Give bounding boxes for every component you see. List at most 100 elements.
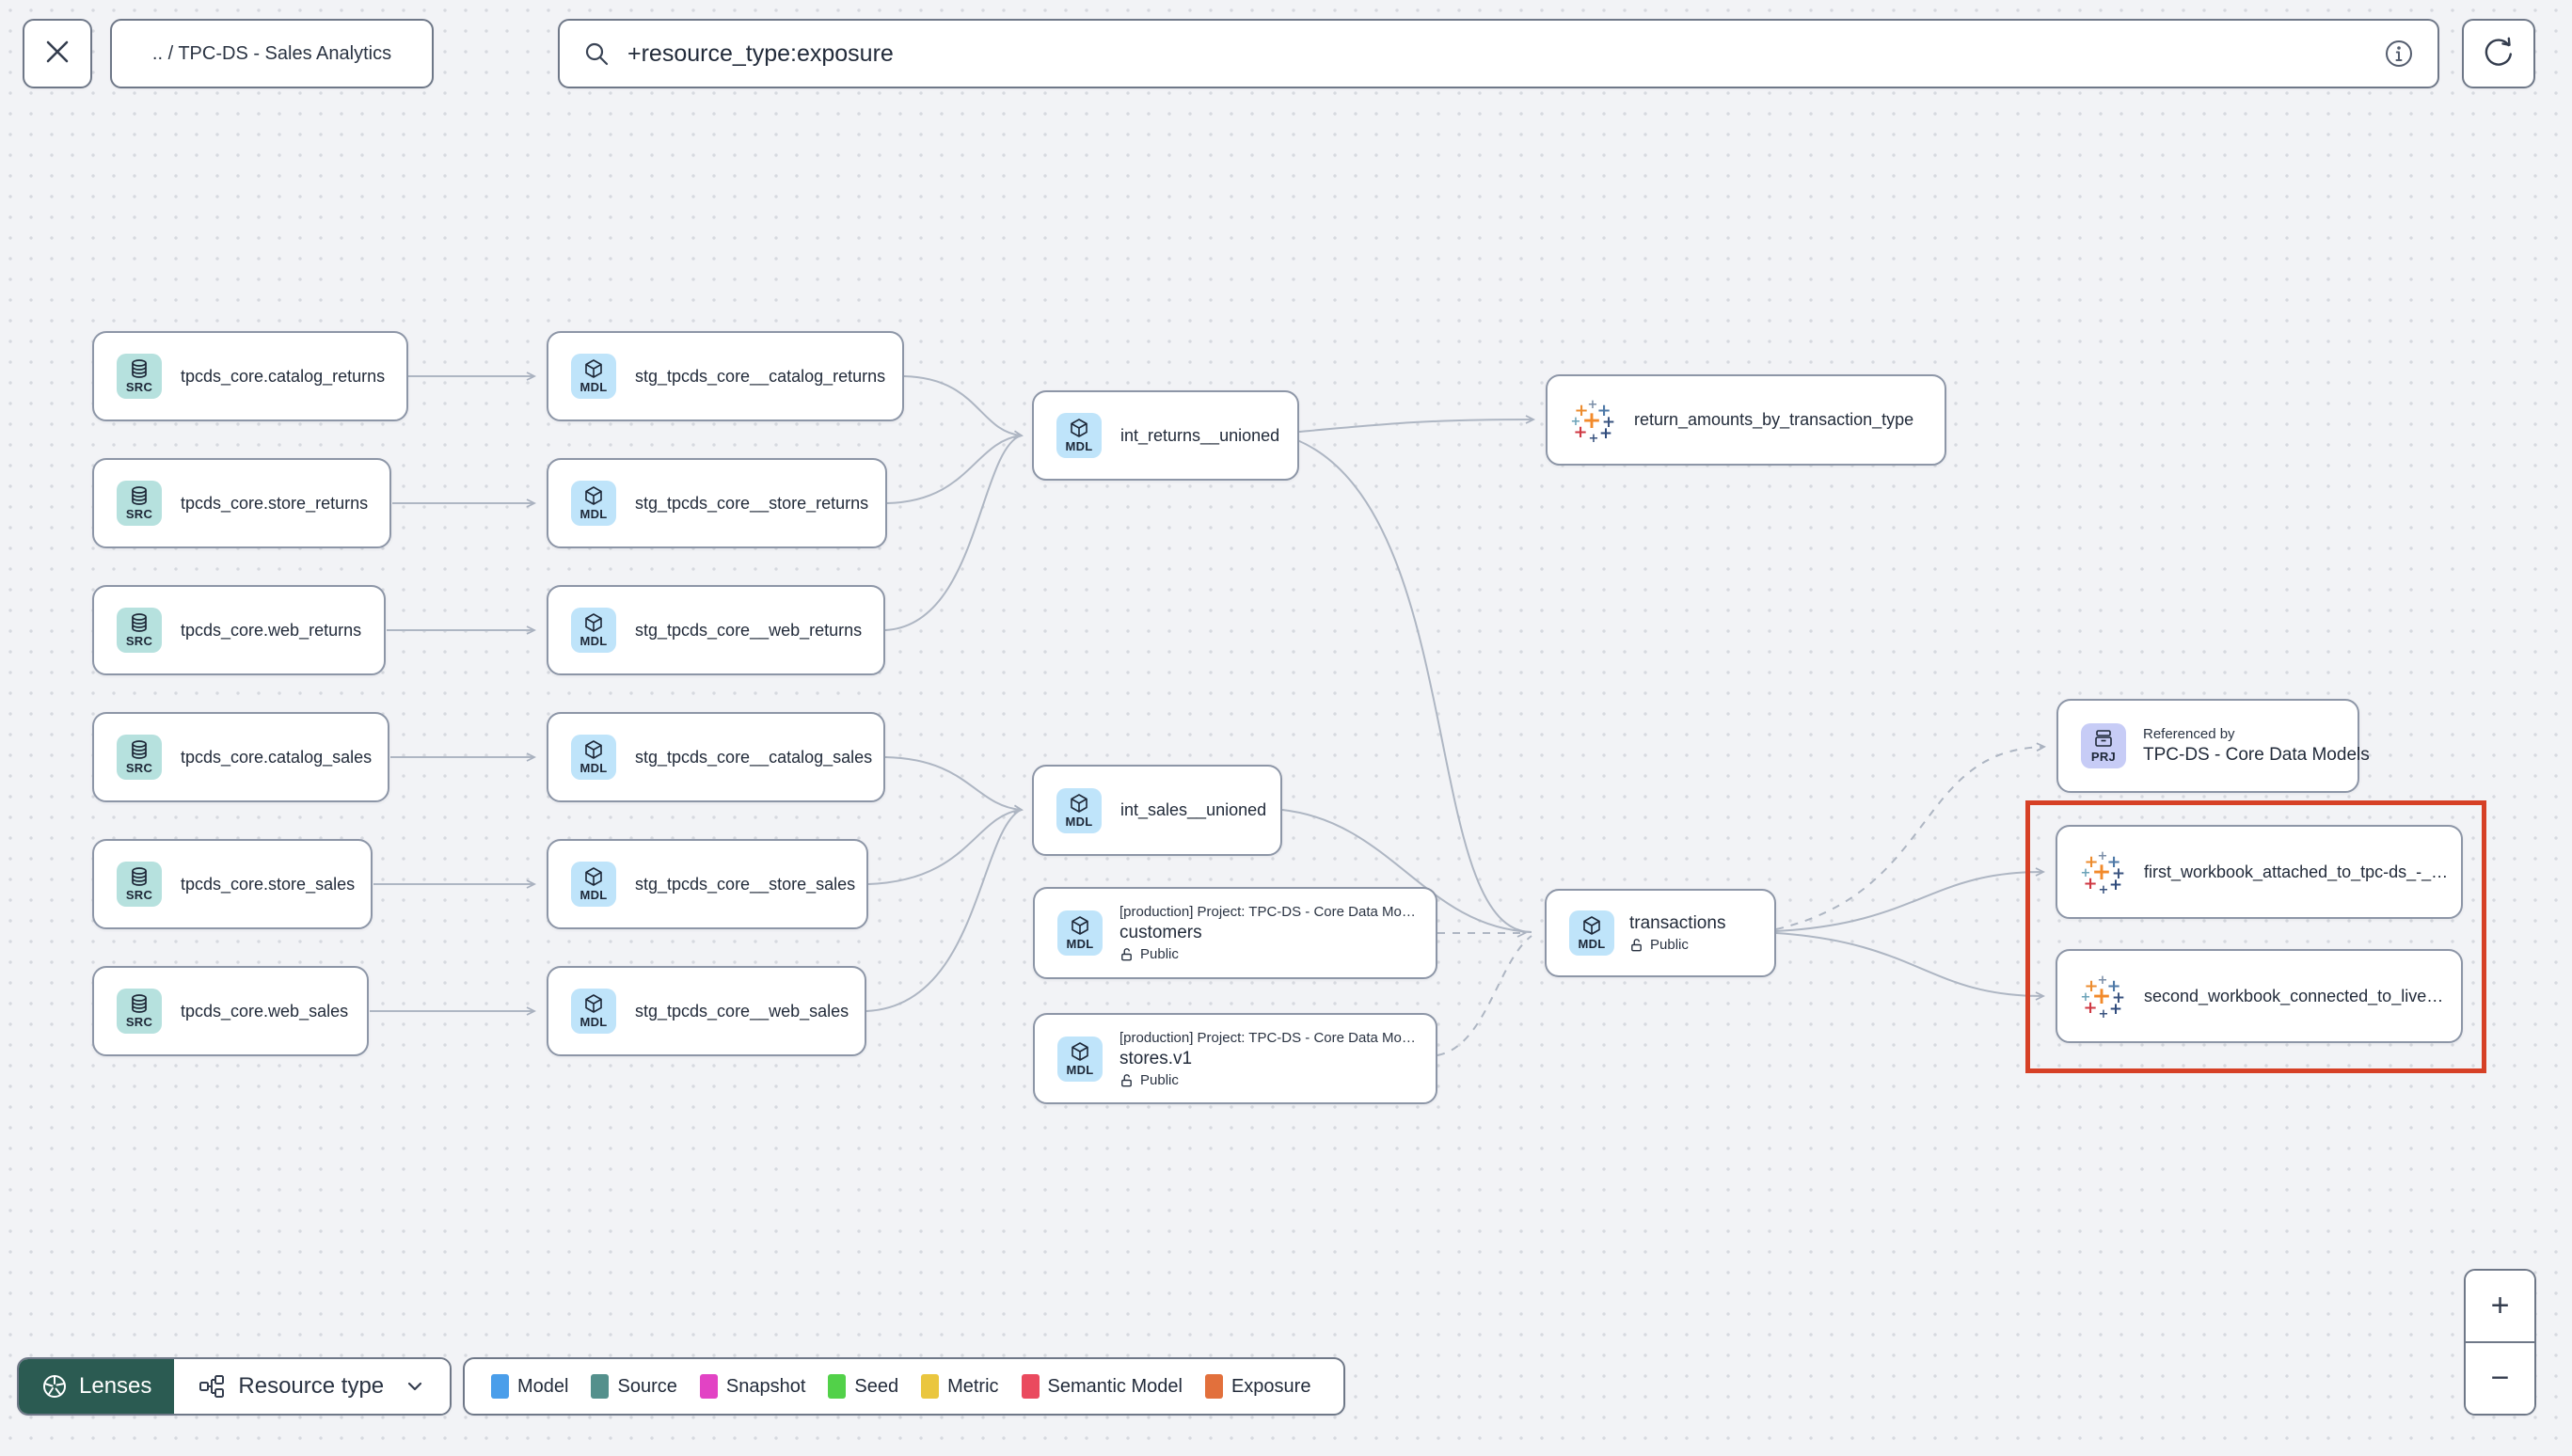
svg-text:+: +: [2098, 849, 2108, 863]
project-label: [production] Project: TPC-DS - Core Data…: [1119, 904, 1416, 920]
node-source-catalog-sales[interactable]: SRC tpcds_core.catalog_sales: [92, 712, 389, 802]
model-badge: MDL: [571, 989, 616, 1034]
resource-type-dropdown[interactable]: Resource type: [174, 1359, 451, 1414]
node-stg-store-sales[interactable]: MDL stg_tpcds_core__store_sales: [547, 839, 868, 929]
lenses-icon: [41, 1373, 68, 1400]
svg-text:+: +: [2092, 982, 2112, 1009]
node-source-web-sales[interactable]: SRC tpcds_core.web_sales: [92, 966, 369, 1056]
unlock-icon: [1121, 948, 1132, 961]
svg-text:+: +: [2084, 852, 2098, 872]
tableau-icon: + + + + + + + + +: [2081, 973, 2125, 1019]
cube-icon: [585, 740, 602, 759]
legend: Model Source Snapshot Seed Metric Semant…: [463, 1357, 1345, 1416]
database-icon: [132, 740, 147, 759]
database-icon: [132, 994, 147, 1013]
cube-icon: [1071, 419, 1088, 437]
source-badge: SRC: [117, 608, 162, 653]
node-stg-catalog-sales[interactable]: MDL stg_tpcds_core__catalog_sales: [547, 712, 885, 802]
node-source-catalog-returns[interactable]: SRC tpcds_core.catalog_returns: [92, 331, 408, 421]
node-stg-web-sales[interactable]: MDL stg_tpcds_core__web_sales: [547, 966, 866, 1056]
source-badge: SRC: [117, 735, 162, 780]
node-int-returns-unioned[interactable]: MDL int_returns__unioned: [1032, 390, 1299, 481]
model-badge: MDL: [1056, 787, 1102, 833]
cube-icon: [585, 867, 602, 886]
node-source-store-sales[interactable]: SRC tpcds_core.store_sales: [92, 839, 373, 929]
legend-item-exposure: Exposure: [1204, 1374, 1310, 1399]
visibility-row: Public: [1119, 1072, 1413, 1088]
lenses-button[interactable]: Lenses: [19, 1359, 175, 1414]
svg-text:+: +: [2099, 883, 2109, 894]
svg-text:+: +: [2084, 976, 2098, 996]
node-exposure-return-amounts[interactable]: + + + + + + + + + return_amounts_by_tran…: [1546, 374, 1946, 466]
seed-color-chip: [828, 1374, 847, 1399]
model-badge: MDL: [1056, 413, 1102, 458]
model-badge: MDL: [571, 354, 616, 399]
cube-icon: [1072, 916, 1088, 935]
svg-text:+: +: [1589, 432, 1599, 443]
source-badge: SRC: [117, 862, 162, 907]
snapshot-color-chip: [699, 1374, 718, 1399]
cube-icon: [585, 486, 602, 505]
svg-text:+: +: [2112, 864, 2125, 883]
svg-text:+: +: [2109, 1000, 2122, 1019]
database-icon: [132, 867, 147, 886]
info-icon[interactable]: [2383, 38, 2415, 70]
resource-type-label: Resource type: [238, 1373, 385, 1399]
database-icon: [132, 359, 147, 378]
node-stg-catalog-returns[interactable]: MDL stg_tpcds_core__catalog_returns: [547, 331, 904, 421]
zoom-out-button[interactable]: −: [2466, 1343, 2534, 1414]
model-title: customers: [1119, 923, 1202, 942]
node-transactions[interactable]: MDL transactions Public: [1545, 889, 1776, 977]
zoom-divider: [2466, 1341, 2534, 1343]
svg-text:+: +: [2092, 858, 2112, 885]
legend-item-model: Model: [491, 1374, 568, 1399]
svg-text:+: +: [2098, 973, 2108, 988]
svg-text:+: +: [2083, 998, 2097, 1018]
node-stores-v1[interactable]: MDL [production] Project: TPC-DS - Core …: [1033, 1013, 1437, 1104]
cube-icon: [585, 359, 602, 378]
svg-text:+: +: [1574, 401, 1588, 420]
metric-color-chip: [921, 1374, 940, 1399]
node-referenced-by-project[interactable]: PRJ Referenced by TPC-DS - Core Data Mod…: [2056, 699, 2370, 793]
breadcrumb-label: .. / TPC-DS - Sales Analytics: [151, 42, 392, 64]
semantic-model-color-chip: [1021, 1374, 1040, 1399]
cube-icon: [1583, 916, 1600, 935]
svg-text:+: +: [2081, 866, 2091, 880]
model-badge: MDL: [571, 481, 616, 526]
search-icon: [582, 40, 611, 68]
cube-icon: [1071, 793, 1088, 813]
cube-icon: [585, 994, 602, 1013]
zoom-in-button[interactable]: +: [2466, 1271, 2534, 1341]
node-customers[interactable]: MDL [production] Project: TPC-DS - Core …: [1033, 887, 1437, 979]
model-badge: MDL: [571, 862, 616, 907]
legend-item-source: Source: [591, 1374, 677, 1399]
source-badge: SRC: [117, 481, 162, 526]
svg-text:+: +: [1602, 413, 1615, 432]
legend-item-semantic-model: Semantic Model: [1021, 1374, 1183, 1399]
refresh-button[interactable]: [2462, 19, 2535, 88]
close-button[interactable]: [23, 19, 92, 88]
search-input[interactable]: [626, 39, 2368, 69]
breadcrumb[interactable]: .. / TPC-DS - Sales Analytics: [110, 19, 434, 88]
node-stg-store-returns[interactable]: MDL stg_tpcds_core__store_returns: [547, 458, 887, 548]
database-icon: [132, 613, 147, 632]
archive-box-icon: [2095, 730, 2112, 747]
visibility-row: Public: [1629, 937, 1725, 953]
node-source-web-returns[interactable]: SRC tpcds_core.web_returns: [92, 585, 386, 675]
node-exposure-second-workbook[interactable]: + + + + + + + + + second_workbook_connec…: [2056, 949, 2463, 1043]
visibility-row: Public: [1119, 946, 1413, 962]
exposure-color-chip: [1204, 1374, 1223, 1399]
project-badge: PRJ: [2081, 723, 2126, 768]
svg-text:+: +: [2106, 852, 2120, 872]
legend-item-seed: Seed: [828, 1374, 898, 1399]
cube-icon: [1072, 1041, 1088, 1061]
node-exposure-first-workbook[interactable]: + + + + + + + + + first_workbook_attache…: [2056, 825, 2463, 919]
model-color-chip: [491, 1374, 509, 1399]
search-bar: [558, 19, 2439, 88]
lenses-label: Lenses: [79, 1373, 152, 1399]
node-source-store-returns[interactable]: SRC tpcds_core.store_returns: [92, 458, 391, 548]
node-stg-web-returns[interactable]: MDL stg_tpcds_core__web_returns: [547, 585, 885, 675]
node-int-sales-unioned[interactable]: MDL int_sales__unioned: [1032, 765, 1282, 856]
model-badge: MDL: [571, 735, 616, 780]
